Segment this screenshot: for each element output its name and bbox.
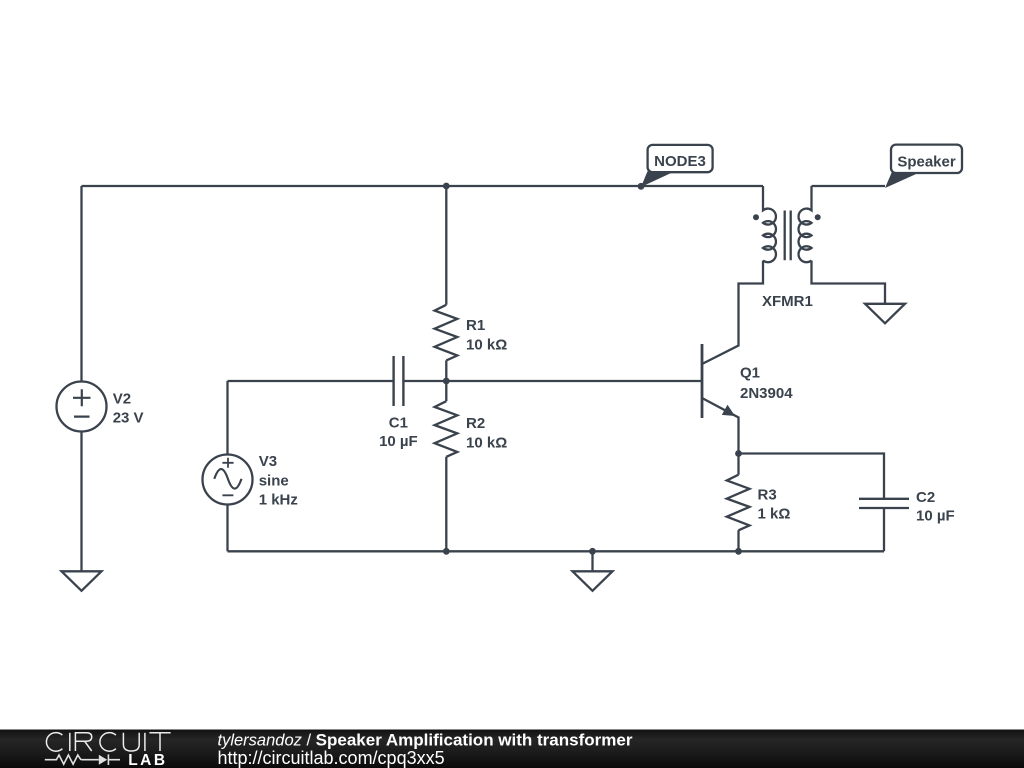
svg-text:C2: C2 (916, 489, 935, 506)
svg-text:Q1: Q1 (740, 365, 760, 382)
svg-text:R3: R3 (758, 486, 777, 503)
svg-text:10 µF: 10 µF (379, 433, 418, 450)
svg-text:23 V: 23 V (113, 410, 144, 427)
svg-text:tylersandoz / Speaker Amplific: tylersandoz / Speaker Amplification with… (218, 730, 633, 749)
svg-text:10 µF: 10 µF (916, 508, 955, 525)
svg-text:Speaker: Speaker (897, 154, 956, 171)
svg-text:V2: V2 (113, 391, 131, 408)
svg-text:sine: sine (259, 472, 289, 489)
svg-text:10 kΩ: 10 kΩ (466, 435, 507, 452)
svg-text:R1: R1 (466, 317, 485, 334)
svg-text:R2: R2 (466, 415, 485, 432)
svg-text:LAB: LAB (128, 752, 167, 768)
svg-text:V3: V3 (259, 453, 277, 470)
svg-text:1 kΩ: 1 kΩ (758, 506, 791, 523)
svg-text:http://circuitlab.com/cpq3xx5: http://circuitlab.com/cpq3xx5 (218, 748, 445, 768)
svg-text:1 kHz: 1 kHz (259, 492, 298, 509)
svg-text:NODE3: NODE3 (654, 153, 706, 170)
svg-text:2N3904: 2N3904 (740, 385, 793, 402)
svg-text:XFMR1: XFMR1 (762, 293, 813, 310)
svg-text:10 kΩ: 10 kΩ (466, 336, 507, 353)
svg-text:C1: C1 (389, 414, 408, 431)
